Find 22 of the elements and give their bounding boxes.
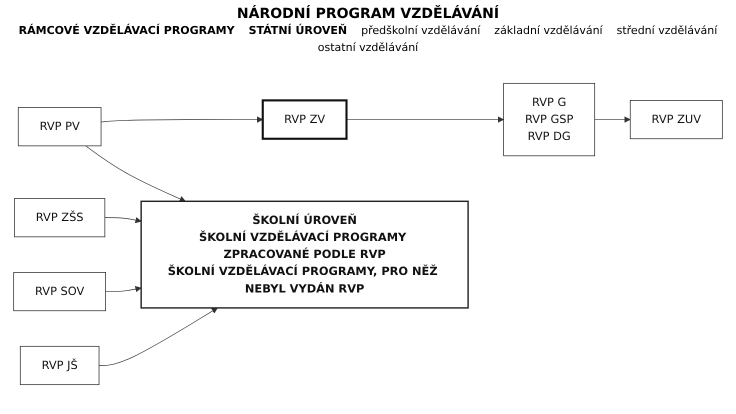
heading-label: RÁMCOVÉ VZDĚLÁVACÍ PROGRAMY: [18, 24, 235, 37]
arrow: [98, 308, 218, 366]
node-box: ŠKOLNÍ ÚROVEŇ ŠKOLNÍ VZDĚLÁVACÍ PROGRAMY ZPRACOVANÉ PODLE RVP ŠKOLNÍ VZDĚLÁVACÍ PROGRAMY, PRO NĚŽ NEBYL VYDÁN RVP: [140, 200, 469, 309]
title: NÁRODNÍ PROGRAM VZDĚLÁVÁNÍ: [236, 6, 500, 22]
arrow: [594, 116, 631, 123]
column-label: střední vzdělávání: [616, 24, 718, 37]
arrow: [105, 286, 142, 292]
arrow: [346, 116, 504, 123]
node-box: RVP SOV: [13, 272, 106, 312]
arrow: [85, 146, 186, 202]
node-box: RVP PV: [18, 107, 102, 146]
column-label: ostatní vzdělávání: [318, 41, 418, 54]
node-box: RVP G RVP GSP RVP DG: [503, 82, 596, 156]
column-label: základní vzdělávání: [494, 24, 603, 37]
arrow: [104, 217, 142, 224]
node-box: RVP ZUV: [630, 100, 723, 140]
node-box: RVP ZV: [262, 99, 348, 140]
column-label: předškolní vzdělávání: [361, 24, 480, 37]
node-box: RVP JŠ: [20, 346, 100, 386]
arrow: [100, 116, 264, 123]
node-box: RVP ZŠS: [14, 198, 106, 238]
heading-label: STÁTNÍ ÚROVEŇ: [248, 24, 348, 37]
